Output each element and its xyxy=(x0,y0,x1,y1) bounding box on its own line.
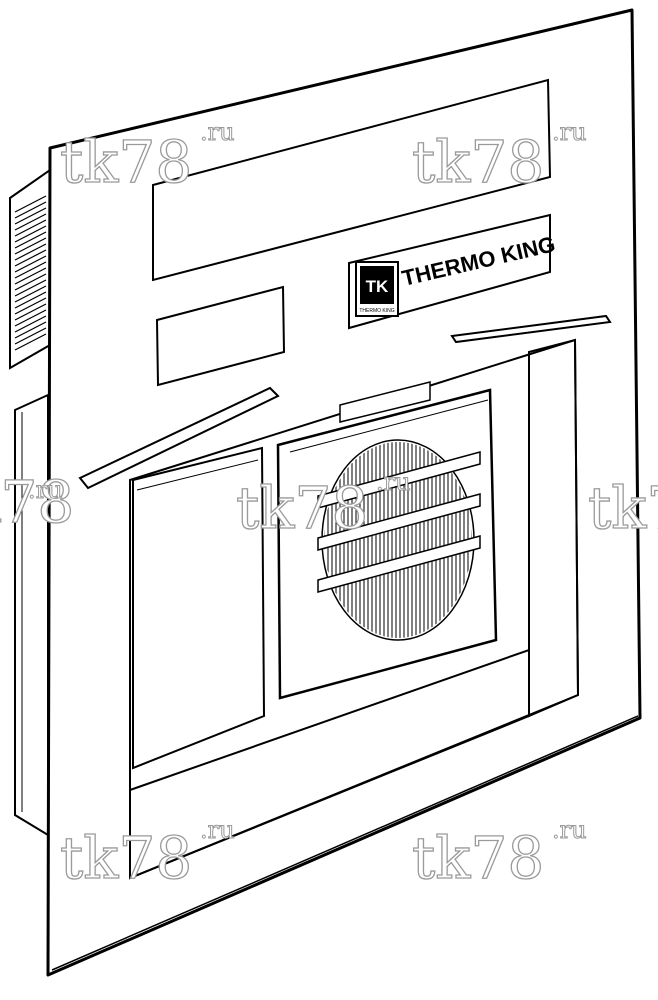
watermarks: tk78 .ru tk78 .ru tk78 .ru tk78 .ru tk78… xyxy=(0,118,658,893)
svg-text:.ru: .ru xyxy=(200,118,235,146)
svg-text:.ru: .ru xyxy=(552,816,587,844)
logo-mark: TK xyxy=(366,277,389,296)
left-inner-panel xyxy=(132,446,266,770)
display-window xyxy=(152,78,552,282)
watermark: tk78 .ru xyxy=(411,816,587,893)
upper-right-strip xyxy=(450,314,612,344)
side-vent-slots xyxy=(14,195,47,351)
svg-text:.ru: .ru xyxy=(376,468,411,496)
svg-text:.ru: .ru xyxy=(200,816,235,844)
watermark: tk78 .ru xyxy=(235,468,411,543)
logo-caption: THERMO KING xyxy=(359,308,394,314)
thermo-king-logo: TK THERMO KING xyxy=(355,261,399,317)
svg-text:tk78: tk78 xyxy=(412,824,544,892)
svg-text:tk78: tk78 xyxy=(412,128,544,196)
fan-grille-bars xyxy=(317,451,481,593)
svg-text:tk78: tk78 xyxy=(0,468,74,536)
fan-recess xyxy=(339,381,431,423)
left-diagonal-strip xyxy=(78,386,280,490)
watermark: tk78 .ru xyxy=(0,467,75,536)
watermark: tk78 xyxy=(587,473,658,542)
watermark: tk78 .ru xyxy=(59,118,235,197)
svg-text:tk78: tk78 xyxy=(588,474,658,542)
svg-text:.ru: .ru xyxy=(552,118,587,146)
svg-text:tk78: tk78 xyxy=(236,474,368,542)
svg-text:tk78: tk78 xyxy=(60,128,192,196)
watermark: tk78 .ru xyxy=(411,118,587,197)
watermark: tk78 .ru xyxy=(59,816,235,893)
indicator-window xyxy=(155,285,286,387)
svg-text:.ru: .ru xyxy=(28,476,63,504)
svg-text:tk78: tk78 xyxy=(60,824,192,892)
